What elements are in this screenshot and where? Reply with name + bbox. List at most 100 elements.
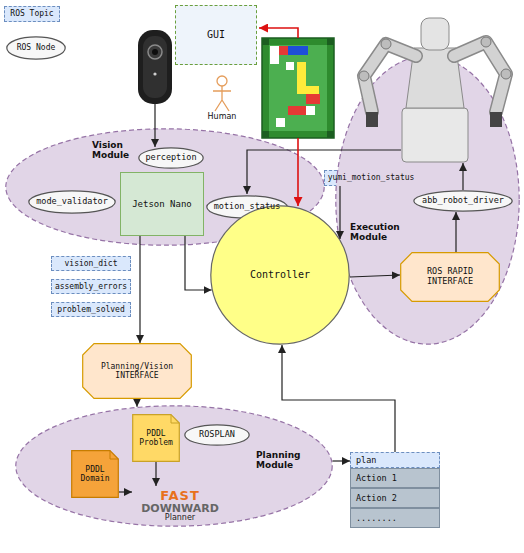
list-row: ........ xyxy=(350,508,440,528)
board-field xyxy=(269,45,327,131)
ros-node-shape xyxy=(29,191,115,213)
controller-circle: Controller xyxy=(210,205,350,345)
ros-node: ROSPLAN xyxy=(184,424,250,446)
human-figure xyxy=(213,86,231,111)
connector xyxy=(136,399,137,407)
node-label: mode_validator xyxy=(36,197,108,207)
robot-arm-outline xyxy=(454,42,506,112)
connector xyxy=(185,236,212,290)
list-row: Action 2 xyxy=(350,488,440,508)
legend-label: ROS Node xyxy=(17,43,56,52)
gui-box: GUI xyxy=(175,5,257,65)
legend-node-swatch-shape xyxy=(7,37,65,59)
camera-arrow xyxy=(154,104,155,147)
node-label: perception xyxy=(145,153,196,163)
legend-label: ROS Topic xyxy=(10,9,53,18)
connector xyxy=(282,345,395,452)
list-row: plan xyxy=(350,452,440,468)
connector xyxy=(139,236,140,343)
list-row: Action 1 xyxy=(350,468,440,488)
robot-joint xyxy=(381,39,391,49)
board-cell xyxy=(279,46,288,55)
board-cell xyxy=(288,46,308,55)
ros-topic: assembly_errors xyxy=(51,279,131,294)
connector xyxy=(119,491,132,492)
ros-node: perception xyxy=(138,147,204,169)
board-cell xyxy=(276,118,285,127)
node-label: Planning/Vision INTERFACE xyxy=(96,362,178,380)
node-label: yumi_motion_status xyxy=(328,173,415,182)
node-label: Controller xyxy=(250,269,310,281)
robot-joint xyxy=(501,69,511,79)
pddl-file-shape xyxy=(72,451,119,498)
camera-led xyxy=(153,72,156,75)
controller-circle-shape xyxy=(211,206,349,344)
interface-box-shape xyxy=(401,253,500,302)
node-label: ROSPLAN xyxy=(199,430,235,440)
ros-node-shape xyxy=(414,191,512,211)
ros-node-shape xyxy=(139,148,203,168)
robot-arm xyxy=(364,44,416,112)
legend-topic-swatch: ROS Topic xyxy=(4,6,60,22)
camera-lens xyxy=(148,45,162,59)
pddl-file-fold xyxy=(110,451,118,459)
board-gui-line xyxy=(259,28,298,38)
module-region: Planning Module PDDL Problem ROSPLAN PDDL D… xyxy=(15,405,333,527)
board-cell xyxy=(270,46,279,55)
node-label: ROS RAPID INTERFACE xyxy=(414,267,486,287)
board-controller-line xyxy=(297,138,299,206)
board-cell xyxy=(270,55,279,64)
robot-torso xyxy=(406,48,464,108)
robot-arm xyxy=(454,42,506,112)
region-title: Execution Module xyxy=(350,222,412,243)
robot-joint xyxy=(359,71,369,81)
camera-body xyxy=(138,30,172,104)
board-cell xyxy=(288,106,306,115)
robot-head xyxy=(421,18,449,50)
node-label: assembly_errors xyxy=(55,282,127,291)
module-region: Execution Moduleabb_robot_driverROS RAPI… xyxy=(335,55,520,345)
node-label: FAST xyxy=(160,489,200,503)
pddl-file: PDDL Domain xyxy=(71,450,119,498)
region-title: Vision Module xyxy=(92,140,144,161)
connector xyxy=(332,460,350,461)
node-label: Jetson Nano xyxy=(132,199,192,209)
planner-logo: FASTDOWNWARDPlanner xyxy=(132,486,228,526)
board-cell xyxy=(286,62,294,70)
board-cell xyxy=(306,106,315,115)
legend-node-swatch: ROS Node xyxy=(6,36,66,60)
text-label: Human xyxy=(204,112,240,121)
ros-node-shape xyxy=(185,425,249,445)
robot-gripper xyxy=(366,112,378,127)
node-label: DOWNWARD xyxy=(141,503,219,515)
interface-box: Planning/Vision INTERFACE xyxy=(82,343,192,399)
robot-status-line xyxy=(247,150,401,194)
hardware-box: Jetson Nano xyxy=(120,172,204,236)
board-cell xyxy=(297,62,306,86)
pddl-file-fold xyxy=(171,415,179,423)
node-label: PDDL Domain xyxy=(75,465,115,483)
robot-arm-outline xyxy=(364,44,416,112)
topic-list: planAction 1Action 2........ xyxy=(350,452,440,528)
node-label: problem_solved xyxy=(57,305,124,314)
board-corner xyxy=(262,131,269,138)
robot-base xyxy=(402,108,468,162)
actor-label: Human xyxy=(204,112,240,121)
connector xyxy=(155,462,156,486)
board-corner xyxy=(327,131,334,138)
node-label: vision_dict xyxy=(65,259,118,268)
region-title: Planning Module xyxy=(256,450,318,471)
node-label: Planner xyxy=(165,514,195,523)
board-corner xyxy=(327,38,334,45)
node-label: GUI xyxy=(207,29,225,41)
human-head xyxy=(217,76,227,86)
board-cell xyxy=(297,86,319,94)
pddl-file: PDDL Problem xyxy=(132,414,180,462)
board-cell xyxy=(306,94,320,104)
ros-topic: vision_dict xyxy=(51,256,131,271)
connector xyxy=(455,212,456,252)
camera-face xyxy=(143,36,167,98)
node-label: motion_status xyxy=(214,202,281,212)
module-region-shape xyxy=(16,406,332,526)
